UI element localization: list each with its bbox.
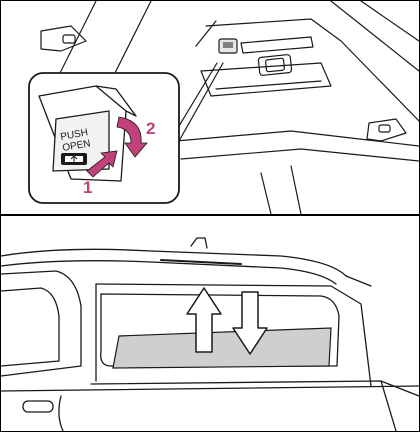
rear-window-drawing — [1, 216, 419, 431]
console-outline-left — [196, 21, 216, 46]
side-window-left — [1, 271, 81, 376]
console-trim — [261, 166, 301, 214]
step-1-label: 1 — [83, 178, 92, 197]
console-base-line — [176, 131, 419, 146]
overhead-switch-panel: PUSH OPEN 1 2 — [1, 1, 419, 216]
grab-handle-right — [367, 119, 406, 141]
bed-corner — [381, 381, 396, 431]
leader-line-1 — [176, 63, 217, 131]
console-outline-top — [206, 19, 419, 121]
grab-handle-right-inner — [379, 125, 390, 132]
roof-line-right — [331, 1, 419, 71]
leader-line-2 — [179, 63, 223, 141]
door-seam — [59, 396, 63, 431]
bed-rail — [1, 386, 419, 391]
step-2-label: 2 — [146, 119, 155, 138]
roof-line-inner — [1, 261, 336, 284]
roof-line-right-2 — [361, 1, 419, 41]
sliding-window-pane — [113, 328, 331, 368]
door-handle — [23, 401, 53, 412]
console-slot — [241, 37, 313, 53]
overhead-switch-drawing: PUSH OPEN 1 2 — [1, 1, 419, 214]
side-window-left-inner — [1, 288, 59, 366]
map-light-lens — [265, 58, 284, 72]
antenna — [191, 238, 207, 248]
rear-window-icon — [61, 153, 87, 165]
rear-window-panel — [1, 216, 419, 431]
roof-line — [1, 249, 371, 286]
console-switch-highlight — [223, 42, 233, 48]
grab-handle-left-inner — [63, 35, 75, 43]
console-base-line-2 — [181, 149, 419, 161]
roof-line-left-2 — [111, 1, 151, 81]
